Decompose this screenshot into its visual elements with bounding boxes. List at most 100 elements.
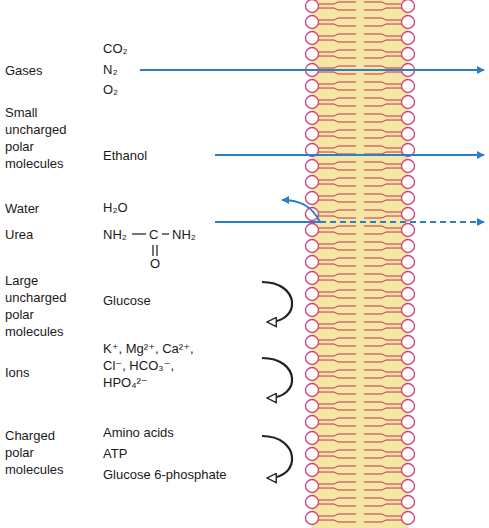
lipid-tail: [318, 498, 356, 500]
lipid-head: [306, 352, 319, 365]
lipid-head: [306, 192, 319, 205]
lipid-tail: [364, 418, 402, 420]
lipid-head: [402, 32, 415, 45]
lipid-tail: [318, 184, 356, 186]
lipid-tail: [318, 2, 356, 4]
lipid-tail: [364, 2, 402, 4]
lipid-head: [306, 224, 319, 237]
slow-permeation-arrow: [320, 221, 484, 223]
lipid-head: [402, 304, 415, 317]
lipid-tail: [318, 264, 356, 266]
lipid-tail: [318, 482, 356, 484]
lipid-head: [306, 480, 319, 493]
lipid-head: [306, 240, 319, 253]
lipid-tail: [364, 178, 402, 180]
lipid-tail: [364, 408, 402, 410]
lipid-tail: [364, 66, 402, 68]
lipid-head: [402, 16, 415, 29]
lipid-tail: [318, 440, 356, 442]
lipid-tail: [364, 248, 402, 250]
lipid-tail: [318, 242, 356, 244]
lipid-tail: [318, 232, 356, 234]
lipid-tail: [318, 386, 356, 388]
lipid-tail: [318, 66, 356, 68]
molecule-name: ATP: [103, 445, 127, 462]
lipid-tail: [318, 376, 356, 378]
category-label: Water: [5, 200, 39, 217]
lipid-tail: [318, 328, 356, 330]
lipid-tail: [364, 296, 402, 298]
lipid-tail: [364, 146, 402, 148]
lipid-tail: [318, 354, 356, 356]
lipid-head: [306, 288, 319, 301]
lipid-tail: [364, 498, 402, 500]
lipid-head: [402, 336, 415, 349]
lipid-head: [402, 176, 415, 189]
lipid-tail: [364, 440, 402, 442]
lipid-tail: [318, 344, 356, 346]
lipid-tail: [364, 344, 402, 346]
lipid-tail: [318, 504, 356, 506]
lipid-tail: [318, 168, 356, 170]
lipid-tail: [318, 370, 356, 372]
lipid-head: [402, 432, 415, 445]
lipid-tail: [364, 162, 402, 164]
lipid-head: [306, 432, 319, 445]
lipid-tail: [318, 248, 356, 250]
lipid-tail: [364, 360, 402, 362]
lipid-tail: [364, 424, 402, 426]
chemical-atom: O: [150, 255, 160, 272]
lipid-head: [306, 464, 319, 477]
blocked-arrow: [262, 436, 292, 478]
lipid-head: [306, 16, 319, 29]
lipid-head: [306, 48, 319, 61]
lipid-tail: [364, 232, 402, 234]
lipid-tail: [364, 210, 402, 212]
lipid-tail: [318, 120, 356, 122]
lipid-tail: [318, 408, 356, 410]
lipid-tail: [318, 306, 356, 308]
chemical-group: NH₂: [103, 226, 127, 243]
lipid-tail: [318, 472, 356, 474]
lipid-tail: [364, 306, 402, 308]
lipid-tail: [364, 434, 402, 436]
lipid-tail: [364, 184, 402, 186]
reflected-arrow: [282, 200, 320, 222]
double-bond: [156, 245, 157, 256]
permeation-arrow: [140, 69, 484, 71]
double-bond: [152, 245, 153, 256]
lipid-tail: [364, 274, 402, 276]
lipid-tail: [364, 88, 402, 90]
lipid-head: [402, 272, 415, 285]
lipid-head: [306, 400, 319, 413]
chemical-group: NH₂: [172, 226, 196, 243]
molecule-name: H₂O: [103, 199, 128, 216]
molecule-name: Amino acids: [103, 424, 174, 441]
lipid-tail: [318, 424, 356, 426]
lipid-tail: [318, 338, 356, 340]
lipid-tail: [318, 226, 356, 228]
lipid-tail: [318, 194, 356, 196]
lipid-tail: [364, 168, 402, 170]
lipid-head: [402, 160, 415, 173]
lipid-tail: [364, 456, 402, 458]
molecule-name: Glucose: [103, 292, 151, 309]
lipid-tail: [364, 56, 402, 58]
lipid-head: [402, 224, 415, 237]
lipid-tail: [318, 178, 356, 180]
lipid-tail: [318, 216, 356, 218]
molecule-name: Glucose 6-phosphate: [103, 466, 227, 483]
lipid-tail: [364, 504, 402, 506]
molecule-name: O₂: [103, 81, 118, 98]
lipid-head: [402, 128, 415, 141]
lipid-tail: [318, 82, 356, 84]
lipid-tail: [318, 88, 356, 90]
lipid-tail: [364, 466, 402, 468]
lipid-head: [306, 128, 319, 141]
lipid-head: [306, 32, 319, 45]
lipid-tail: [318, 274, 356, 276]
lipid-tail: [364, 72, 402, 74]
lipid-tail: [318, 98, 356, 100]
lipid-head: [402, 96, 415, 109]
lipid-tail: [364, 322, 402, 324]
